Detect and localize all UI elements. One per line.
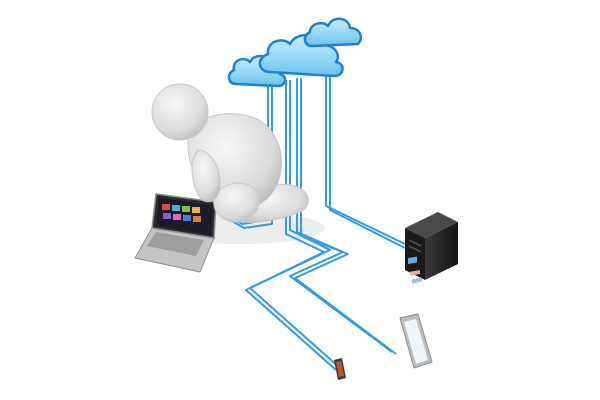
server-tower-icon <box>405 212 458 280</box>
figure-leg-front <box>213 182 260 223</box>
tablet-icon <box>399 256 433 369</box>
cable-to-phone <box>249 80 341 369</box>
smartphone-icon <box>334 358 346 380</box>
laptop-icon <box>134 193 217 273</box>
cable-to-phone-2 <box>245 80 337 371</box>
figure-head <box>151 83 209 141</box>
cable-to-server <box>325 72 406 245</box>
cable-to-server-2 <box>329 72 406 249</box>
cloud-right <box>303 17 362 48</box>
figure-arm <box>191 149 221 203</box>
cloud-icon <box>227 17 362 88</box>
cable-to-tablet-2 <box>294 78 397 355</box>
figure-icon <box>151 83 309 223</box>
